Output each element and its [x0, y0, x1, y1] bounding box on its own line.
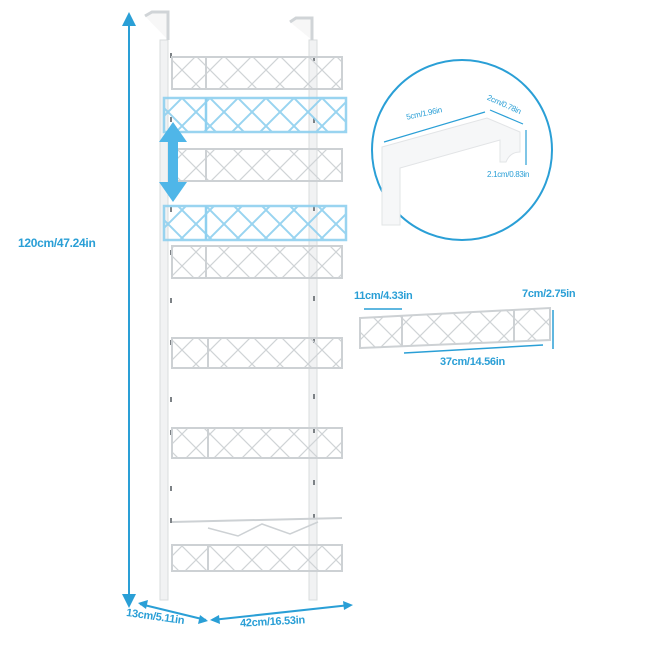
basket-8-rail	[171, 517, 343, 537]
basket-length-label: 37cm/14.56in	[440, 356, 505, 368]
adjust-double-arrow-icon	[159, 122, 187, 202]
single-basket-detail	[359, 306, 554, 354]
basket-6	[171, 337, 343, 369]
basket-5	[171, 245, 343, 279]
basket-1	[171, 56, 343, 90]
basket-extension-label: 11cm/4.33in	[354, 290, 413, 302]
depth-dimension-arrow	[138, 600, 208, 624]
hook-detail-circle	[371, 59, 553, 241]
basket-9	[171, 544, 343, 572]
basket-height-label: 7cm/2.75in	[522, 288, 576, 300]
basket-4-highlight	[162, 204, 348, 242]
basket-7	[171, 427, 343, 459]
hook-height-label: 2.1cm/0.83in	[487, 170, 530, 179]
height-dimension-arrow	[122, 12, 136, 608]
width-dimension-arrow	[210, 601, 353, 624]
basket-3	[171, 148, 343, 182]
basket-2-highlight	[162, 96, 348, 134]
height-label: 120cm/47.24in	[18, 236, 96, 250]
